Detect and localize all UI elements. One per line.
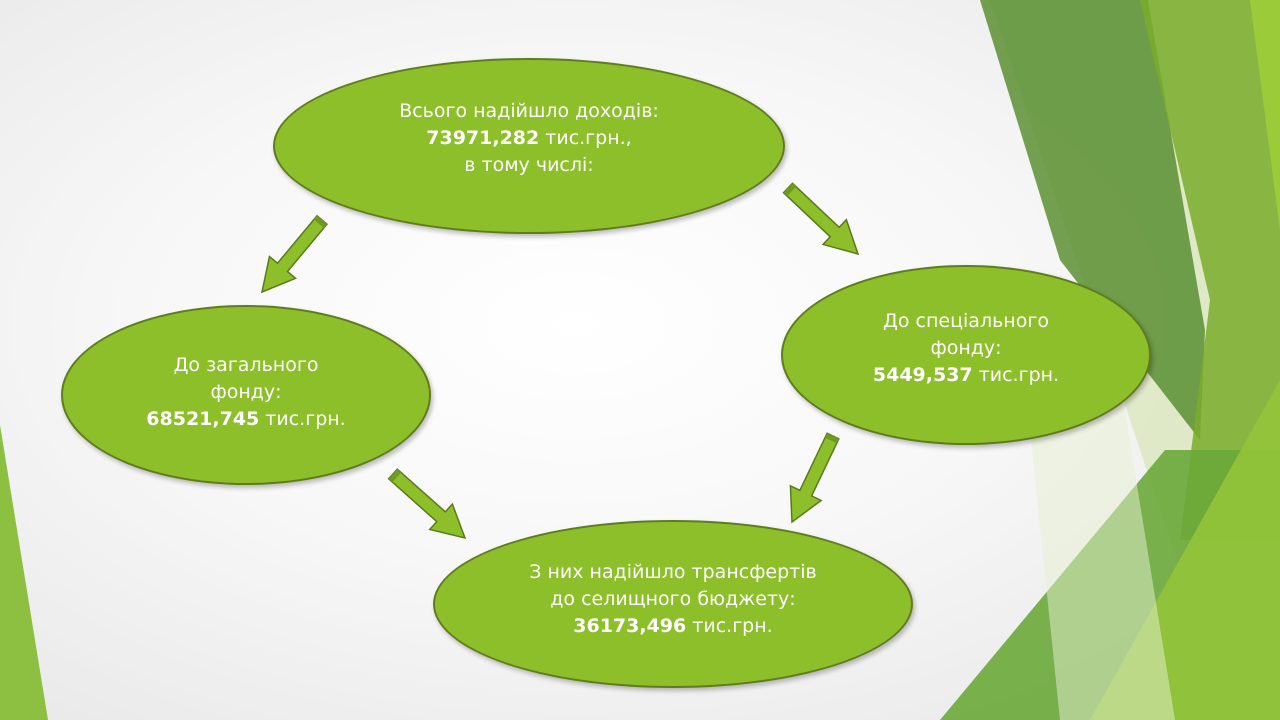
- arrow-general-fund-to-transfers: [387, 468, 467, 540]
- arrow-tail-cap: [388, 469, 402, 483]
- node-general-amount-suffix: тис.грн.: [259, 407, 346, 430]
- arrow-shape: [789, 432, 840, 524]
- node-special-line1: До спеціального: [883, 309, 1049, 332]
- node-total-amount-suffix: тис.грн.,: [539, 126, 632, 149]
- arrow-shape: [260, 214, 329, 294]
- arrow-shape: [387, 468, 467, 540]
- node-general-amount: 68521,745: [146, 407, 260, 430]
- node-total-income: Всього надійшло доходів: 73971,282 тис.г…: [273, 58, 785, 234]
- node-special-amount: 5449,537: [872, 363, 973, 386]
- arrow-total-to-general-fund: [260, 214, 329, 294]
- bg-shape-right-mid: [1140, 0, 1280, 540]
- node-special-fund: До спеціального фонду: 5449,537 тис.грн.: [781, 265, 1151, 445]
- node-total-amount: 73971,282: [426, 126, 540, 149]
- node-general-line1: До загального: [173, 353, 319, 376]
- node-transfers-line1: З них надійшло трансфертів: [529, 560, 817, 583]
- arrow-tail-cap: [783, 183, 797, 197]
- node-transfers: З них надійшло трансфертів до селищного …: [433, 520, 913, 688]
- bg-shape-right-edge: [1250, 0, 1280, 230]
- arrow-total-to-special-fund: [782, 182, 860, 256]
- bg-shape-right-dark: [980, 0, 1205, 440]
- arrow-special-fund-to-transfers: [789, 432, 840, 524]
- node-transfers-line2: до селищного бюджету:: [550, 587, 796, 610]
- arrow-shape: [782, 182, 860, 256]
- node-special-line2: фонду:: [930, 336, 1002, 359]
- node-transfers-amount-suffix: тис.грн.: [686, 614, 773, 637]
- arrow-tail-cap: [824, 433, 839, 444]
- arrow-tail-cap: [313, 215, 327, 229]
- bg-shape-faint-band: [1030, 380, 1175, 720]
- node-transfers-amount: 36173,496: [573, 614, 687, 637]
- node-general-fund: До загального фонду: 68521,745 тис.грн.: [61, 305, 431, 485]
- node-general-line2: фонду:: [210, 380, 282, 403]
- bg-shape-left-strip: [0, 425, 48, 720]
- node-total-line1: Всього надійшло доходів:: [399, 99, 659, 122]
- node-total-line3: в тому числі:: [464, 153, 594, 176]
- node-special-amount-suffix: тис.грн.: [972, 363, 1060, 386]
